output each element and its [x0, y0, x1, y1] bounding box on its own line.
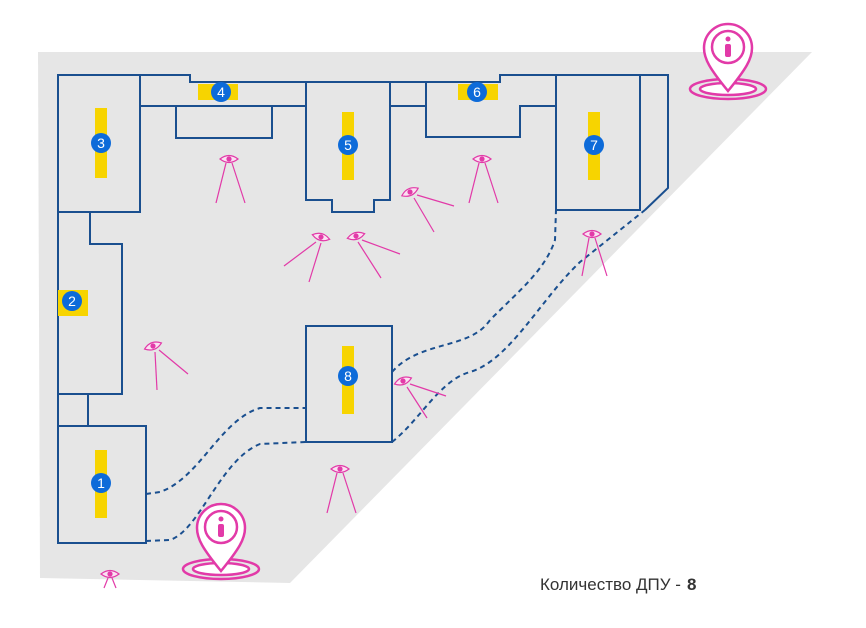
unit-6-room: [425, 82, 556, 138]
eye-icon[interactable]: [215, 154, 246, 204]
unit-number-3: 3: [97, 135, 105, 151]
unit-3-room: [57, 74, 141, 213]
unit-1-room: [57, 425, 147, 544]
unit-marker-5[interactable]: 5: [338, 135, 358, 155]
eye-icon[interactable]: [311, 231, 331, 242]
unit-number-6: 6: [473, 84, 481, 100]
building-walls: [57, 74, 669, 544]
unit-marker-1[interactable]: 1: [91, 473, 111, 493]
eye-icon[interactable]: [393, 375, 413, 388]
unit-marker-6[interactable]: 6: [467, 82, 487, 102]
unit-marker-4[interactable]: 4: [211, 82, 231, 102]
unit-marker-7[interactable]: 7: [584, 135, 604, 155]
unit-5-room: [305, 82, 391, 213]
unit-number-7: 7: [590, 137, 598, 153]
unit-number-2: 2: [68, 293, 76, 309]
unit-marker-2[interactable]: 2: [62, 291, 82, 311]
unit-8-room: [305, 325, 393, 443]
eye-icon[interactable]: [581, 229, 608, 277]
unit-4-room: [175, 106, 273, 139]
eye-icon[interactable]: [468, 154, 499, 204]
info-location-pin-icon[interactable]: [688, 22, 768, 101]
venue-area: [38, 52, 812, 583]
unit-2-room: [58, 211, 123, 395]
unit-marker-3[interactable]: 3: [91, 133, 111, 153]
screen-count-value: 8: [686, 575, 697, 594]
camera-markers: [100, 154, 608, 589]
eye-icon[interactable]: [400, 185, 420, 199]
eye-icon[interactable]: [326, 464, 357, 514]
info-location-pin-icon[interactable]: [181, 502, 261, 581]
unit-number-5: 5: [344, 137, 352, 153]
unit-number-4: 4: [217, 84, 225, 100]
screen-count-caption: Количество ДПУ - 8: [540, 575, 696, 595]
eye-icon[interactable]: [100, 569, 120, 589]
walkway-path: [145, 209, 646, 542]
unit-markers: 1 2 3 4 5 6 7 8: [62, 82, 604, 493]
eye-icon[interactable]: [346, 230, 366, 241]
unit-marker-8[interactable]: 8: [338, 366, 358, 386]
screen-count-label: Количество ДПУ -: [540, 575, 681, 594]
unit-number-1: 1: [97, 475, 105, 491]
eye-icon[interactable]: [143, 340, 163, 353]
unit-number-8: 8: [344, 368, 352, 384]
